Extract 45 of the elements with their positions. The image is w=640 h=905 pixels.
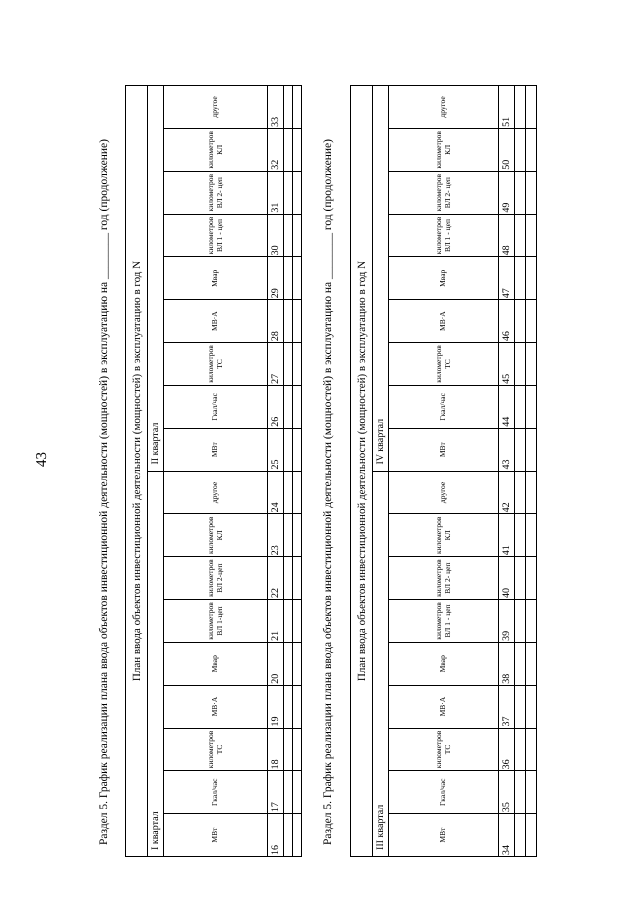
column-number-cell: 36 bbox=[498, 728, 514, 771]
column-number-cell: 20 bbox=[268, 642, 284, 686]
column-number-cell: 44 bbox=[498, 385, 514, 428]
quarter-header-cell: IV квартал bbox=[372, 86, 388, 472]
column-number-cell: 49 bbox=[498, 171, 514, 214]
column-number-cell: 46 bbox=[498, 300, 514, 343]
column-number-cell: 47 bbox=[498, 256, 514, 300]
column-number-cell: 48 bbox=[498, 214, 514, 257]
quarter-header-cell: II квартал bbox=[148, 86, 164, 472]
column-number-cell: 43 bbox=[498, 428, 514, 472]
column-number-cell: 32 bbox=[268, 128, 284, 172]
column-number-cell: 40 bbox=[498, 556, 514, 600]
column-number-cell: 34 bbox=[498, 814, 514, 856]
page-number: 43 bbox=[34, 452, 51, 467]
column-number-cell: 25 bbox=[268, 428, 284, 472]
column-number-cell: 33 bbox=[268, 86, 284, 128]
column-number-cell: 38 bbox=[498, 642, 514, 686]
column-number-cell: 22 bbox=[268, 556, 284, 600]
section-heading: Раздел 5. График реализации плана ввода объектов инвестиционной деятельности (мощностей) в эксплуатацию на ________ год (продолжение) bbox=[322, 139, 334, 845]
quarter-header-cell: III квартал bbox=[372, 471, 388, 856]
column-number-cell: 17 bbox=[268, 770, 284, 814]
column-number-cell: 19 bbox=[268, 685, 284, 728]
table-header-cell: План ввода объектов инвестиционной деятельности (мощностей) в эксплуатацию в год N bbox=[126, 86, 148, 856]
column-number-cell: 26 bbox=[268, 385, 284, 428]
section-heading: Раздел 5. График реализации плана ввода объектов инвестиционной деятельности (мощностей) в эксплуатацию на ________ год (продолжение) bbox=[98, 139, 110, 845]
column-number-cell: 31 bbox=[268, 171, 284, 214]
column-number-cell: 35 bbox=[498, 770, 514, 814]
column-number-cell: 30 bbox=[268, 214, 284, 257]
column-number-cell: 27 bbox=[268, 342, 284, 386]
column-number-cell: 51 bbox=[498, 86, 514, 128]
column-number-cell: 29 bbox=[268, 256, 284, 300]
column-number-cell: 21 bbox=[268, 600, 284, 642]
column-number-cell: 28 bbox=[268, 300, 284, 343]
column-number-cell: 50 bbox=[498, 128, 514, 172]
column-number-cell: 16 bbox=[268, 814, 284, 856]
column-number-cell: 37 bbox=[498, 685, 514, 728]
column-number-cell: 42 bbox=[498, 471, 514, 514]
column-number-cell: 45 bbox=[498, 342, 514, 386]
column-number-cell: 23 bbox=[268, 514, 284, 557]
column-number-cell: 24 bbox=[268, 471, 284, 514]
quarter-header-cell: I квартал bbox=[148, 471, 164, 856]
column-number-cell: 18 bbox=[268, 728, 284, 771]
column-number-cell: 39 bbox=[498, 600, 514, 642]
column-number-cell: 41 bbox=[498, 514, 514, 557]
table-header-cell: План ввода объектов инвестиционной деятельности (мощностей) в эксплуатацию в год N bbox=[350, 86, 372, 856]
